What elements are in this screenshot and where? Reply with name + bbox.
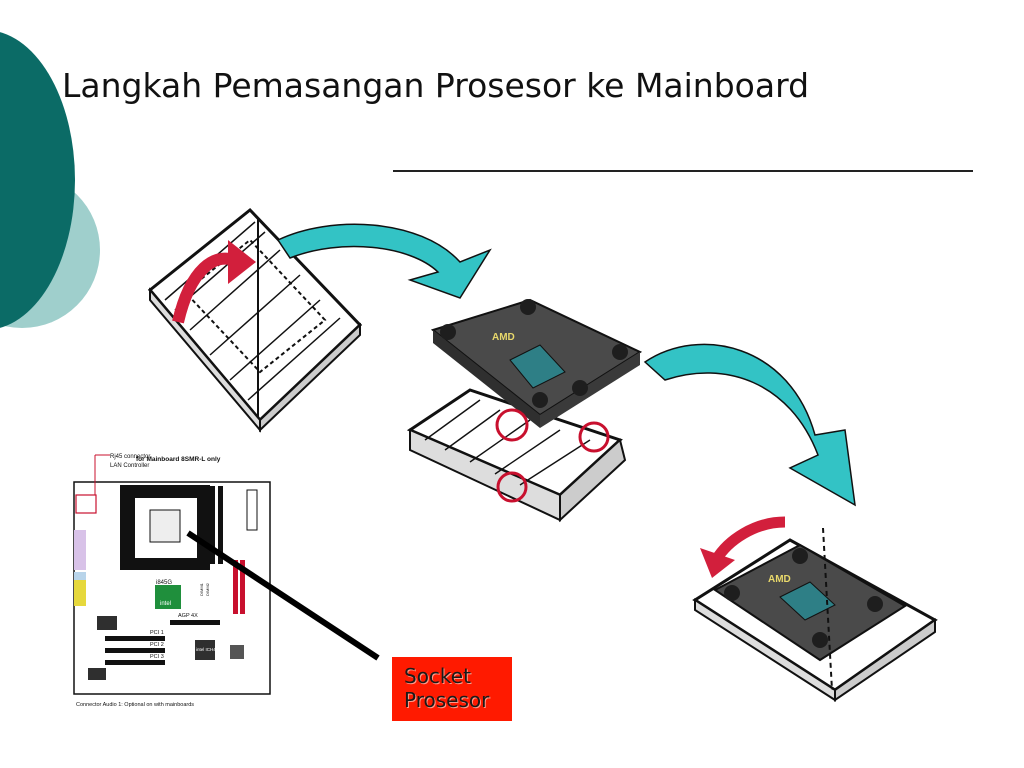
slide-title: Langkah Pemasangan Prosesor ke Mainboard xyxy=(62,66,810,105)
callout-line-2: Prosesor xyxy=(404,688,490,712)
socket-callout-box: Socket Prosesor xyxy=(392,657,512,721)
mb-lan-label: LAN Controller xyxy=(110,463,149,469)
pin-highlight-circle-2 xyxy=(578,421,610,453)
decor-circle-dark xyxy=(0,32,75,328)
mb-chip-logo: intel xyxy=(160,601,171,607)
lever-close-arrow-red xyxy=(711,516,786,564)
mb-audio-note: Connector Audio 1: Optional on with main… xyxy=(76,702,194,708)
arrow-step-1 xyxy=(276,223,492,299)
mb-rj45-label: Rj45 connector xyxy=(110,454,150,460)
mb-ich-label: intel ICH4 xyxy=(196,647,216,652)
mb-pci3-label: PCI 3 xyxy=(150,654,164,660)
cpu-seated-illustration: AMD xyxy=(692,516,938,702)
cpu-insert-illustration: AMD xyxy=(406,298,643,523)
title-underline xyxy=(393,170,973,172)
arrow-step-2 xyxy=(643,343,856,507)
mb-pci2-label: PCI 2 xyxy=(150,642,164,648)
socket-callout-text: Socket Prosesor xyxy=(404,664,489,712)
callout-line-1: Socket xyxy=(404,664,471,688)
pin-highlight-circle-1 xyxy=(495,408,529,442)
mb-dimm1-label: DIMM1 xyxy=(199,582,204,596)
mainboard-diagram: Rj45 connector LAN Controller for Mainbo… xyxy=(73,454,271,708)
mb-note-label: for Mainboard 8SMR-L only xyxy=(136,456,221,463)
mb-agp-label: AGP 4X xyxy=(178,613,198,619)
svg-text:AMD: AMD xyxy=(492,332,515,343)
mb-pci1-label: PCI 1 xyxy=(150,630,164,636)
pin-highlight-circle-3 xyxy=(496,471,528,503)
callout-pointer-line xyxy=(186,530,380,661)
socket-open-illustration xyxy=(147,207,363,433)
mb-dimm2-label: DIMM2 xyxy=(205,582,210,596)
mb-chip-brand: i845G xyxy=(156,580,172,586)
svg-text:AMD: AMD xyxy=(768,574,791,585)
